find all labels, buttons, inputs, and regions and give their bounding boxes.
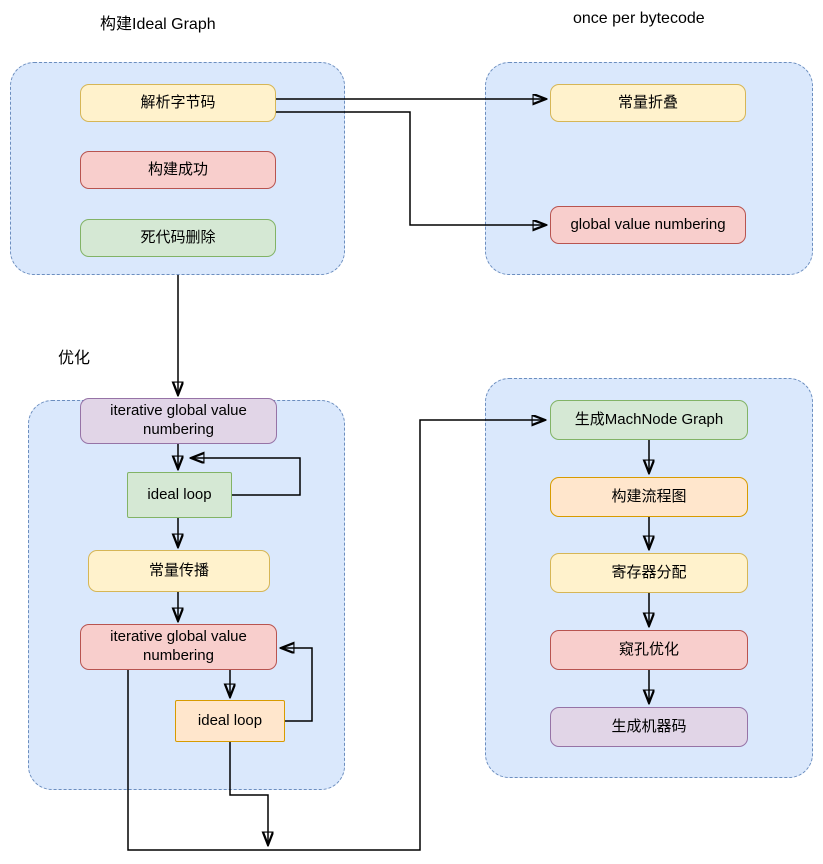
node-iterative-gvn-2: iterative global value numbering xyxy=(80,624,277,670)
title-optimize: 优化 xyxy=(58,350,91,367)
node-build-cfg: 构建流程图 xyxy=(550,477,748,517)
node-peephole-optimization: 窥孔优化 xyxy=(550,630,748,670)
node-register-allocation: 寄存器分配 xyxy=(550,553,748,593)
node-global-value-numbering: global value numbering xyxy=(550,206,746,244)
node-constant-propagation: 常量传播 xyxy=(88,550,270,592)
node-ideal-loop-1: ideal loop xyxy=(127,472,232,518)
node-gen-machine-code: 生成机器码 xyxy=(550,707,748,747)
node-parse-bytecode: 解析字节码 xyxy=(80,84,276,122)
node-build-success: 构建成功 xyxy=(80,151,276,189)
node-constant-folding: 常量折叠 xyxy=(550,84,746,122)
node-dead-code-elimination: 死代码删除 xyxy=(80,219,276,257)
title-build-ideal-graph: 构建Ideal Graph xyxy=(100,16,216,33)
node-gen-machnode-graph: 生成MachNode Graph xyxy=(550,400,748,440)
node-iterative-gvn-1: iterative global value numbering xyxy=(80,398,277,444)
node-ideal-loop-2: ideal loop xyxy=(175,700,285,742)
title-once-per-bytecode: once per bytecode xyxy=(573,10,705,27)
